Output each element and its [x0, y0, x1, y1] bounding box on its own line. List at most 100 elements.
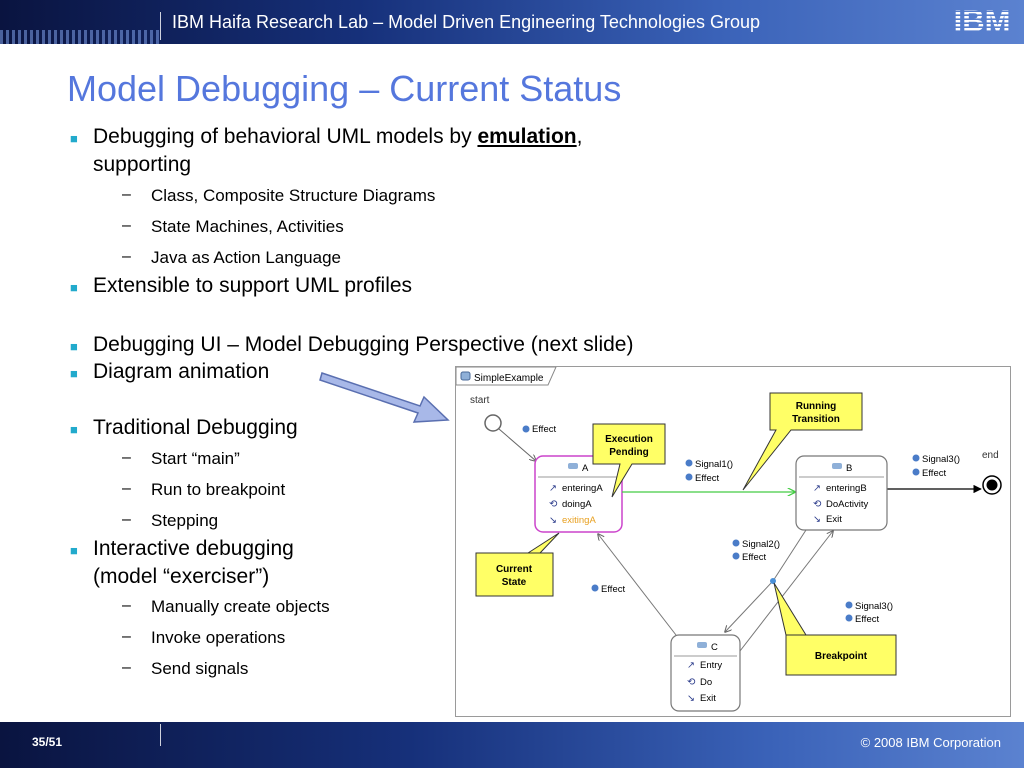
sub-item-java-action: Java as Action Language [151, 248, 341, 267]
sub-dash: – [122, 217, 131, 234]
callout-running-line1: Running [796, 401, 837, 412]
callout-current-state: Current State [475, 532, 560, 597]
state-c[interactable] [670, 634, 741, 712]
bullet-traditional-debugging: Traditional Debugging [93, 416, 298, 439]
sub-dash: – [122, 511, 131, 528]
bullet-debugging-ui: Debugging UI – Model Debugging Perspecti… [93, 333, 634, 356]
sub-item-create-objects: Manually create objects [151, 597, 330, 616]
sub-dash: – [122, 186, 131, 203]
effect-icon [845, 614, 853, 622]
effect-label-bc: Effect [742, 552, 766, 563]
state-b-exit: Exit [826, 514, 842, 525]
transition-c-b [739, 531, 833, 652]
effect-icon [591, 584, 599, 592]
effect-icon [912, 468, 920, 476]
state-a-exit: exitingA [562, 515, 596, 526]
signal3-label-cb: Signal3() [855, 601, 893, 612]
sub-item-send-signals: Send signals [151, 659, 249, 678]
callout-execution-pending: Execution Pending [592, 423, 666, 498]
sub-item-invoke-operations: Invoke operations [151, 628, 286, 647]
footer-bar: 35/51 © 2008 IBM Corporation [0, 722, 1024, 768]
bullet-interactive-debugging: Interactive debugging [93, 537, 294, 560]
effect-icon [522, 425, 530, 433]
sub-item-class-diagrams: Class, Composite Structure Diagrams [151, 186, 436, 205]
bullet-marker: ■ [70, 339, 78, 354]
exit-icon: ↘ [687, 693, 695, 704]
do-icon: ⟲ [549, 499, 558, 510]
signal-icon [845, 601, 853, 609]
effect-label-end: Effect [922, 468, 946, 479]
sub-dash: – [122, 449, 131, 466]
state-icon [697, 642, 707, 648]
callout-pending-line2: Pending [609, 447, 648, 458]
callout-current-line2: State [502, 577, 527, 588]
state-icon [568, 463, 578, 469]
bullet-debugging-pre: Debugging of behavioral UML models by [93, 125, 478, 148]
initial-node [484, 414, 502, 432]
start-label: start [470, 395, 490, 406]
final-node-core [986, 479, 998, 491]
sub-item-run-to-breakpoint: Run to breakpoint [151, 480, 286, 499]
effect-label-start: Effect [532, 424, 556, 435]
effect-icon [685, 473, 693, 481]
end-label: end [982, 450, 999, 461]
state-c-name: C [711, 642, 718, 653]
entry-icon: ↗ [687, 660, 695, 671]
sub-dash: – [122, 597, 131, 614]
tab-icon [460, 371, 471, 381]
state-c-do: Do [700, 677, 712, 688]
header-decoration [0, 30, 160, 44]
callout-running-transition: Running Transition [742, 392, 863, 491]
bullet-marker: ■ [70, 543, 78, 558]
signal-icon [912, 454, 920, 462]
effect-label-ab: Effect [695, 473, 719, 484]
bullet-marker: ■ [70, 131, 78, 146]
bullet-marker: ■ [70, 366, 78, 381]
state-icon [832, 463, 842, 469]
callout-current-line1: Current [496, 564, 533, 575]
diagram-tab [455, 366, 557, 386]
header-separator [160, 12, 161, 40]
sub-item-start-main: Start “main” [151, 449, 240, 468]
header-org-title: IBM Haifa Research Lab – Model Driven En… [172, 12, 760, 32]
entry-icon: ↗ [813, 483, 821, 494]
effect-label-cb: Effect [855, 614, 879, 625]
state-b-entry: enteringB [826, 483, 867, 494]
transition-start-a [498, 428, 536, 461]
state-b[interactable] [795, 455, 888, 531]
signal2-label: Signal2() [742, 539, 780, 550]
bullet-extensible: Extensible to support UML profiles [93, 274, 413, 297]
signal3-label-end: Signal3() [922, 454, 960, 465]
state-a-name: A [582, 463, 589, 474]
callout-breakpoint: Breakpoint [773, 582, 897, 676]
callout-running-line2: Transition [792, 414, 840, 425]
bullet-debugging-line2: supporting [93, 153, 192, 176]
callout-breakpoint-label: Breakpoint [815, 651, 868, 662]
state-c-entry: Entry [700, 660, 722, 671]
copyright: © 2008 IBM Corporation [860, 735, 1001, 750]
signal-icon [732, 539, 740, 547]
breakpoint-marker[interactable] [770, 578, 776, 584]
sub-dash: – [122, 628, 131, 645]
bullet-debugging-post: , [576, 125, 583, 148]
do-icon: ⟲ [687, 677, 696, 688]
bullet-marker: ■ [70, 280, 78, 295]
page-number: 35/51 [32, 735, 63, 749]
pointer-arrow [319, 372, 450, 423]
sub-item-state-machines: State Machines, Activities [151, 217, 344, 236]
sub-dash: – [122, 659, 131, 676]
state-b-do: DoActivity [826, 499, 868, 510]
bullet-marker: ■ [70, 422, 78, 437]
slide-title: Model Debugging – Current Status [67, 68, 622, 109]
sub-dash: – [122, 248, 131, 265]
state-a[interactable] [534, 455, 623, 533]
ibm-logo: IBM [954, 4, 1011, 36]
state-machine-diagram: SimpleExample start Effect end Signal3()… [455, 366, 1011, 717]
signal1-label: Signal1() [695, 459, 733, 470]
do-icon: ⟲ [813, 499, 822, 510]
effect-icon [732, 552, 740, 560]
sub-item-stepping: Stepping [151, 511, 219, 530]
transition-c-a [598, 534, 677, 636]
header-bar: IBM Haifa Research Lab – Model Driven En… [0, 0, 1024, 44]
bullet-interactive-line2: (model “exerciser”) [93, 565, 270, 588]
